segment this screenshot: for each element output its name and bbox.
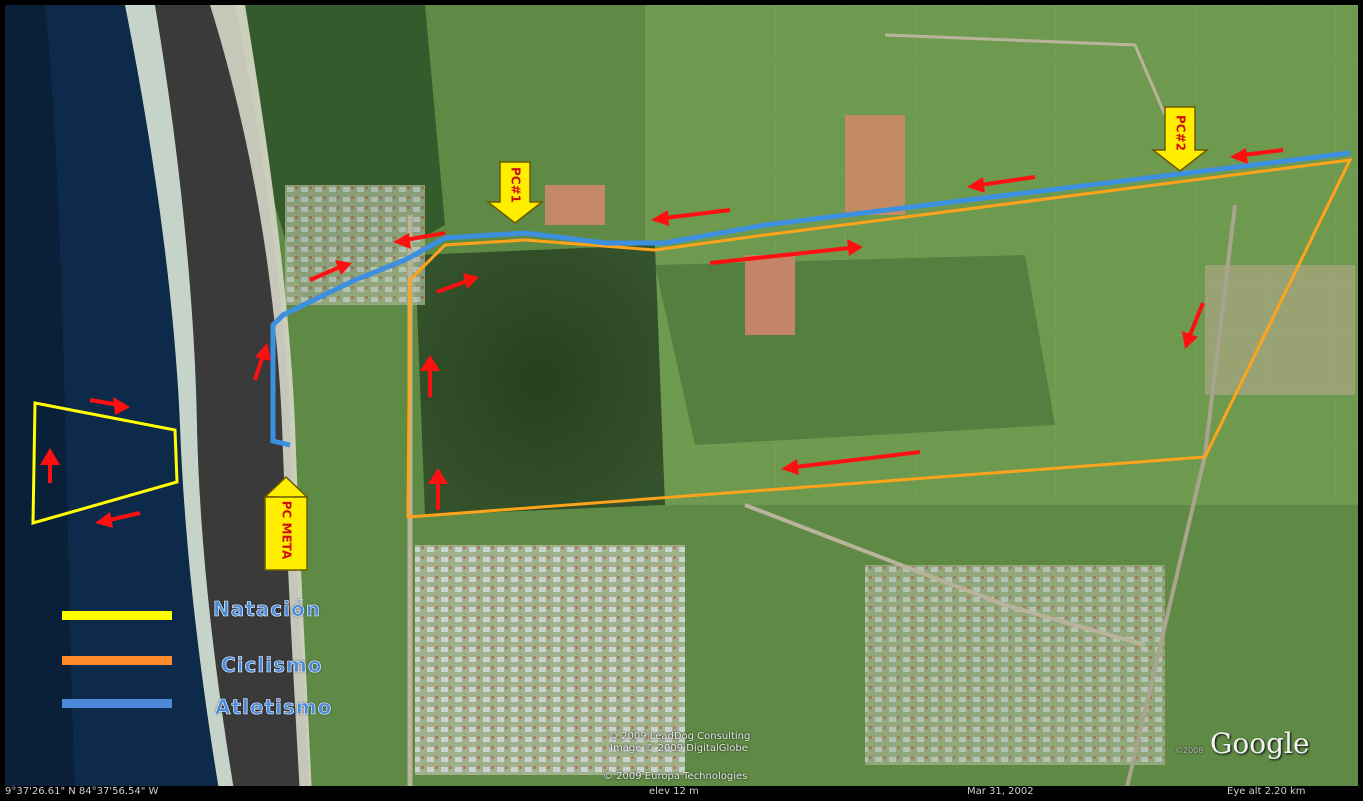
google-logo: Google — [1210, 727, 1310, 760]
arrow-left-icon — [967, 175, 1036, 193]
town-south — [415, 545, 685, 775]
credit-europa: © 2009 Europa Technologies — [603, 771, 748, 782]
arrow-up-icon — [253, 343, 271, 381]
arrow-right-icon — [89, 397, 130, 415]
checkpoint-pc2[interactable]: PC#2 — [1150, 106, 1210, 172]
satellite-map[interactable]: PC#1 PC#2 PC META Natación Ciclismo Atle… — [5, 5, 1358, 796]
arrow-left-icon — [651, 208, 731, 226]
imagery-date: Mar 31, 2002 — [967, 786, 1034, 797]
legend-label-natacion: Natación — [213, 597, 321, 622]
surf-line — [125, 5, 235, 796]
arrow-down-icon — [1182, 302, 1205, 349]
legend-label-ciclismo: Ciclismo — [221, 653, 323, 678]
light-sand — [210, 5, 312, 796]
legend-swatch-atletismo — [62, 699, 172, 708]
map-canvas[interactable]: PC#1 PC#2 PC META — [5, 5, 1358, 796]
arrow-down-icon — [485, 161, 545, 224]
bike-course[interactable] — [406, 158, 1353, 519]
arrow-right-icon — [309, 260, 352, 282]
credit-leaddog: © 2009 LeadDog Consulting — [608, 731, 751, 742]
legend-swatch-natacion — [62, 611, 172, 620]
forest-patch — [415, 245, 665, 515]
dark-sand — [155, 5, 310, 796]
road-north — [884, 33, 1167, 116]
checkpoint-pc-meta[interactable]: PC META — [263, 475, 309, 571]
pc1-label: PC#1 — [509, 167, 523, 203]
eye-altitude-readout: Eye alt 2.20 km — [1227, 786, 1306, 797]
legend-label-atletismo: Atletismo — [215, 695, 333, 720]
pc2-label: PC#2 — [1174, 115, 1188, 151]
resort-central — [745, 255, 795, 335]
road-southeast — [744, 503, 1146, 647]
legend-swatch-ciclismo — [62, 656, 172, 665]
town-southeast — [865, 565, 1165, 765]
run-course[interactable] — [270, 150, 1351, 448]
logo-year: ©2008 — [1175, 746, 1204, 755]
direction-arrows — [40, 148, 1284, 528]
arrow-left-icon — [1230, 148, 1284, 164]
elevation-readout: elev 12 m — [649, 786, 699, 797]
coordinates-readout: 9°37'26.61" N 84°37'56.54" W — [5, 786, 159, 797]
forest-patch-east — [655, 255, 1055, 445]
arrow-left-icon — [95, 511, 141, 528]
arrow-right-icon — [436, 273, 479, 294]
arrow-left-icon — [393, 231, 446, 249]
arrow-left-icon — [781, 450, 921, 475]
arrow-down-icon — [1150, 106, 1210, 172]
arrow-right-icon — [709, 239, 863, 265]
arrow-up-icon — [40, 448, 60, 483]
clearing-east — [1205, 265, 1355, 395]
arrow-up-icon — [420, 355, 440, 397]
checkpoint-pc1[interactable]: PC#1 — [485, 161, 545, 224]
status-bar: 9°37'26.61" N 84°37'56.54" W elev 12 m M… — [5, 786, 1358, 798]
marker-body — [264, 496, 308, 571]
pc-meta-label: PC META — [280, 501, 294, 560]
arrow-up-icon — [428, 468, 448, 510]
swim-course[interactable] — [31, 401, 179, 525]
resort-pc1 — [545, 185, 605, 225]
credit-digitalglobe: Image © 2009 DigitalGlobe — [610, 743, 748, 754]
deep-ocean — [5, 5, 75, 796]
resort-north — [845, 115, 905, 215]
